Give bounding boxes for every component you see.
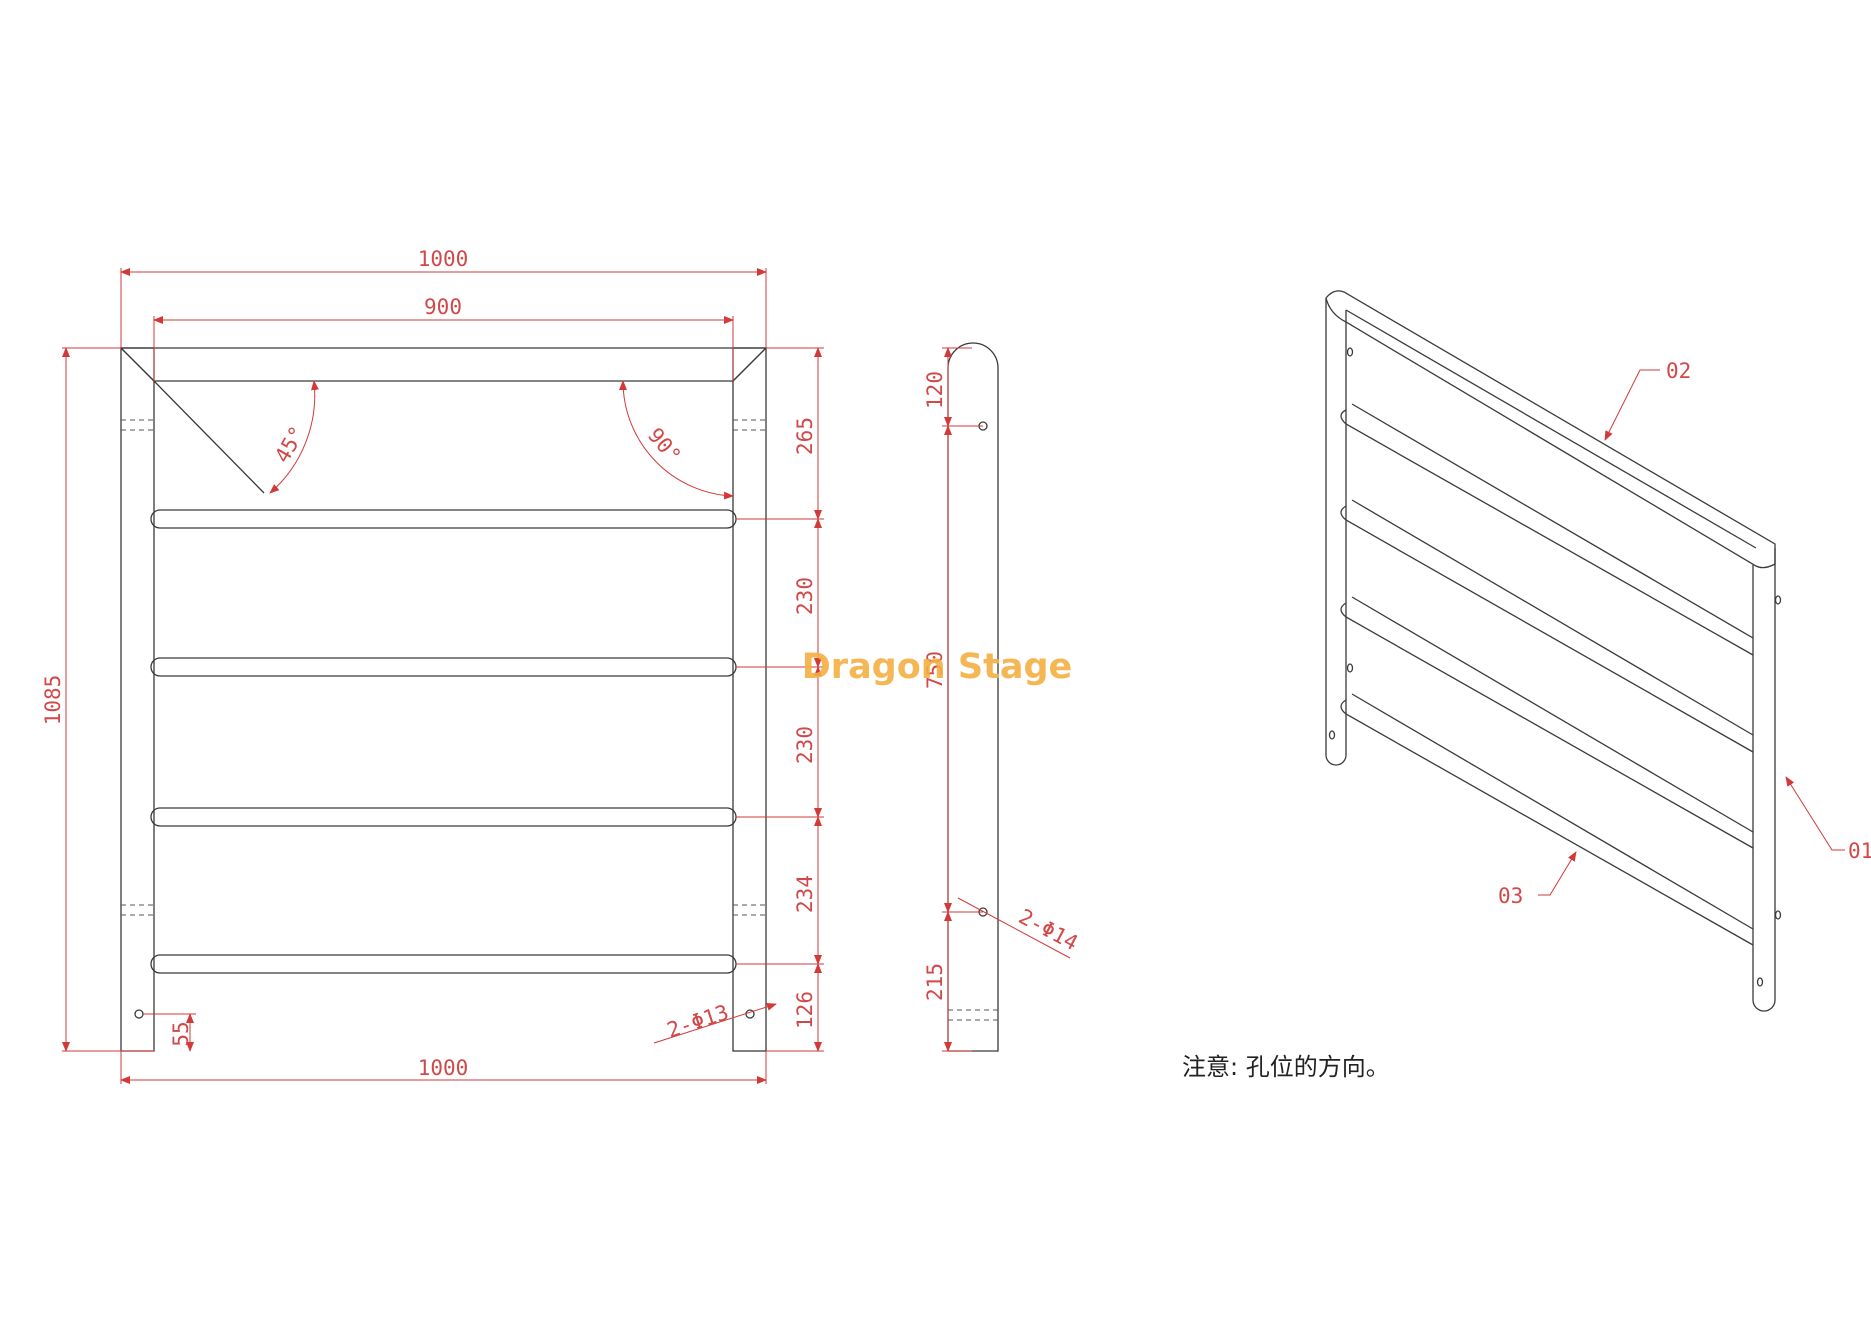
side-dim-middle: 750 xyxy=(923,651,947,689)
iso-right-post xyxy=(1752,548,1776,1012)
callout-bottom: 03 xyxy=(1498,884,1523,908)
rung-4 xyxy=(150,954,737,974)
iso-rung-4 xyxy=(1340,693,1754,946)
iso-view: 02 01 03 xyxy=(1325,290,1871,1012)
hole-leader-side xyxy=(957,897,1071,959)
angle-right-label: 90° xyxy=(643,423,686,467)
rung-2 xyxy=(150,657,737,677)
left-post xyxy=(120,347,155,1052)
callout-leader-right xyxy=(1785,776,1845,851)
front-view: 45° 90° 1000 900 1085 1000 xyxy=(41,247,824,1084)
hidden-joints xyxy=(121,419,766,916)
callout-leader-top xyxy=(1604,369,1660,441)
dim-rung-spacing-2: 230 xyxy=(793,577,817,615)
iso-left-post xyxy=(1325,298,1347,766)
iso-rung-3 xyxy=(1340,596,1754,849)
miter-line xyxy=(153,380,265,494)
dim-hole-offset: 55 xyxy=(169,1021,193,1046)
angle-arc-45 xyxy=(269,380,319,494)
dim-rung-spacing-4: 234 xyxy=(793,875,817,913)
iso-rungs xyxy=(1340,403,1754,946)
note-text: 注意: 孔位的方向。 xyxy=(1182,1053,1390,1081)
hole-leader-front xyxy=(653,1002,777,1044)
iso-rung-2 xyxy=(1340,499,1754,753)
dim-rung-spacing-5: 126 xyxy=(793,991,817,1029)
callout-leader-bottom xyxy=(1538,851,1577,896)
side-view: 120 750 215 2-Φ14 xyxy=(923,342,1082,1052)
dim-overall-width-top: 1000 xyxy=(418,247,469,271)
dim-rung-spacing-3: 230 xyxy=(793,726,817,764)
dim-overall-height: 1085 xyxy=(41,675,65,726)
dim-inner-width: 900 xyxy=(424,295,462,319)
rung-1 xyxy=(150,509,737,529)
dim-rung-spacing-1: 265 xyxy=(793,417,817,455)
rungs xyxy=(150,509,737,974)
iso-rung-1 xyxy=(1340,403,1754,656)
angle-left-label: 45° xyxy=(270,422,310,467)
callout-right: 01 xyxy=(1848,839,1871,863)
side-dim-bottom: 215 xyxy=(923,963,947,1001)
iso-top-rail xyxy=(1325,290,1776,569)
hole-callout-front: 2-Φ13 xyxy=(664,1000,732,1042)
watermark: Dragon Stage xyxy=(802,647,1072,687)
right-post xyxy=(732,347,767,1052)
hole-left xyxy=(134,1009,144,1019)
right-dimension-chain: 265 230 230 234 126 xyxy=(736,347,824,1052)
rung-3 xyxy=(150,807,737,827)
side-post xyxy=(947,342,999,1052)
dim-overall-width-bottom: 1000 xyxy=(418,1056,469,1080)
callout-top: 02 xyxy=(1666,359,1691,383)
angle-arc-90 xyxy=(618,380,734,500)
top-rail xyxy=(119,347,768,382)
hole-callout-side: 2-Φ14 xyxy=(1015,904,1082,955)
side-dim-top: 120 xyxy=(923,371,947,409)
